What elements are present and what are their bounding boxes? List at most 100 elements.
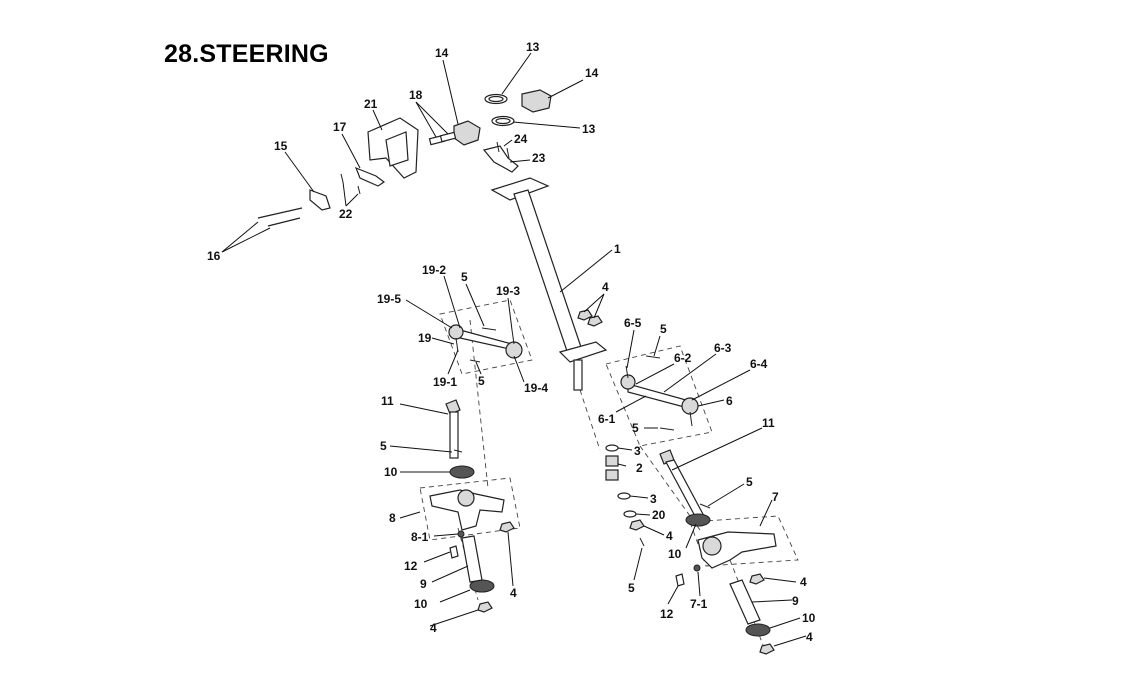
cotter-5-right-mid	[659, 427, 675, 431]
callout-21: 21	[364, 97, 378, 111]
leader-6-2	[635, 363, 675, 385]
washer-10-right-lower	[745, 623, 771, 637]
leader-5a	[465, 283, 485, 327]
nut-4-right-bottom	[759, 643, 775, 655]
tie-rod-right-outline	[605, 345, 713, 447]
callout-1: 1	[614, 242, 621, 256]
callout-6-2: 6-2	[674, 351, 692, 365]
bushing-2-b	[605, 469, 619, 481]
leader-10c	[439, 589, 471, 603]
callout-19-5: 19-5	[377, 292, 401, 306]
leader-22a	[342, 181, 347, 207]
leader-5f	[707, 483, 745, 507]
bolt-16-b	[267, 217, 301, 227]
callout-15: 15	[274, 139, 288, 153]
bolt-head-11-left	[445, 399, 461, 415]
callout-11b: 11	[762, 416, 775, 430]
leader-2	[617, 463, 627, 467]
leader-5b	[653, 335, 661, 357]
callout-2: 2	[636, 461, 643, 475]
leader-5c	[475, 361, 482, 375]
callout-3b: 3	[650, 492, 657, 506]
leader-19-3	[507, 297, 513, 331]
leader-13a	[501, 52, 532, 95]
bracket-21-face	[385, 131, 409, 167]
nut-4-left-bottom	[477, 601, 493, 613]
nut-4-top-b	[587, 315, 603, 327]
callout-24: 24	[514, 132, 528, 146]
leader-6-5	[626, 329, 635, 369]
nut-4-right-side	[749, 573, 765, 585]
leader-8-1	[433, 533, 459, 537]
leader-7-1	[697, 571, 701, 597]
callout-6-1: 6-1	[598, 412, 616, 426]
leader-15	[284, 151, 315, 193]
nut-4-top-a	[577, 309, 593, 321]
tie-rod-left-outline	[439, 299, 533, 375]
leader-7	[759, 499, 773, 527]
pin-12-left	[449, 545, 459, 559]
washer-10-right-upper	[685, 513, 711, 527]
callout-19-3: 19-3	[496, 284, 520, 298]
leader-3a	[617, 447, 633, 451]
tie-rod-end-6-4	[681, 397, 699, 415]
leader-16a	[221, 221, 259, 253]
leader-lines	[221, 52, 807, 647]
leader-6	[697, 399, 725, 407]
washer-20	[623, 510, 637, 518]
leader-19-5	[405, 299, 453, 329]
callout-5c: 5	[478, 374, 485, 388]
callout-4f: 4	[806, 630, 813, 644]
pin-18-b	[439, 131, 457, 143]
callout-6-3: 6-3	[714, 341, 732, 355]
callout-14b: 14	[585, 66, 599, 80]
callout-3a: 3	[634, 444, 641, 458]
callout-12a: 12	[404, 559, 418, 573]
bolt-24-b	[506, 147, 510, 159]
washer-10-left-upper	[449, 465, 475, 479]
tie-rod-end-19-4	[505, 341, 523, 359]
callout-19-1: 19-1	[433, 375, 457, 389]
cotter-5-upper-left	[481, 327, 497, 331]
cotter-5-left-bolt	[453, 449, 463, 453]
leader-17	[341, 133, 361, 169]
leader-4a2	[593, 293, 605, 319]
callout-4d: 4	[800, 575, 807, 589]
bolt-7-1	[693, 564, 701, 572]
leader-18b	[415, 101, 449, 135]
leader-23	[509, 159, 531, 163]
plate-15	[309, 189, 331, 211]
callout-5d: 5	[632, 421, 639, 435]
page-title: 28.STEERING	[164, 40, 329, 68]
callout-10d: 10	[802, 611, 816, 625]
callout-6-5: 6-5	[624, 316, 642, 330]
leader-6-4	[691, 369, 751, 401]
bolt-24-a	[496, 141, 500, 153]
axis-line-center	[579, 389, 601, 451]
leader-12a	[423, 551, 451, 563]
cotter-5-mid-left	[469, 359, 481, 363]
link-17	[354, 166, 386, 187]
leader-10b	[685, 523, 697, 549]
callout-6: 6	[726, 394, 733, 408]
callout-5b: 5	[660, 322, 667, 336]
leader-1	[559, 249, 613, 293]
cotter-5-right-top	[645, 355, 661, 359]
ring-13-lower-inner	[495, 117, 511, 125]
ring-13-upper-inner	[488, 95, 504, 103]
callout-13b: 13	[582, 122, 596, 136]
bracket-23	[482, 145, 519, 173]
cotter-5-right-low	[639, 537, 645, 547]
leader-21	[372, 109, 383, 131]
bolt-11-left	[449, 411, 459, 459]
callout-4c: 4	[510, 586, 517, 600]
pin-12-right	[675, 573, 685, 587]
leader-11a	[399, 403, 449, 415]
stud-19-1	[455, 337, 459, 353]
callout-10b: 10	[668, 547, 682, 561]
callout-8-1: 8-1	[411, 530, 429, 544]
clamp-14-right	[521, 89, 552, 113]
callout-13a: 13	[526, 40, 540, 54]
callout-8: 8	[389, 511, 396, 525]
stud-6-4	[689, 411, 693, 427]
